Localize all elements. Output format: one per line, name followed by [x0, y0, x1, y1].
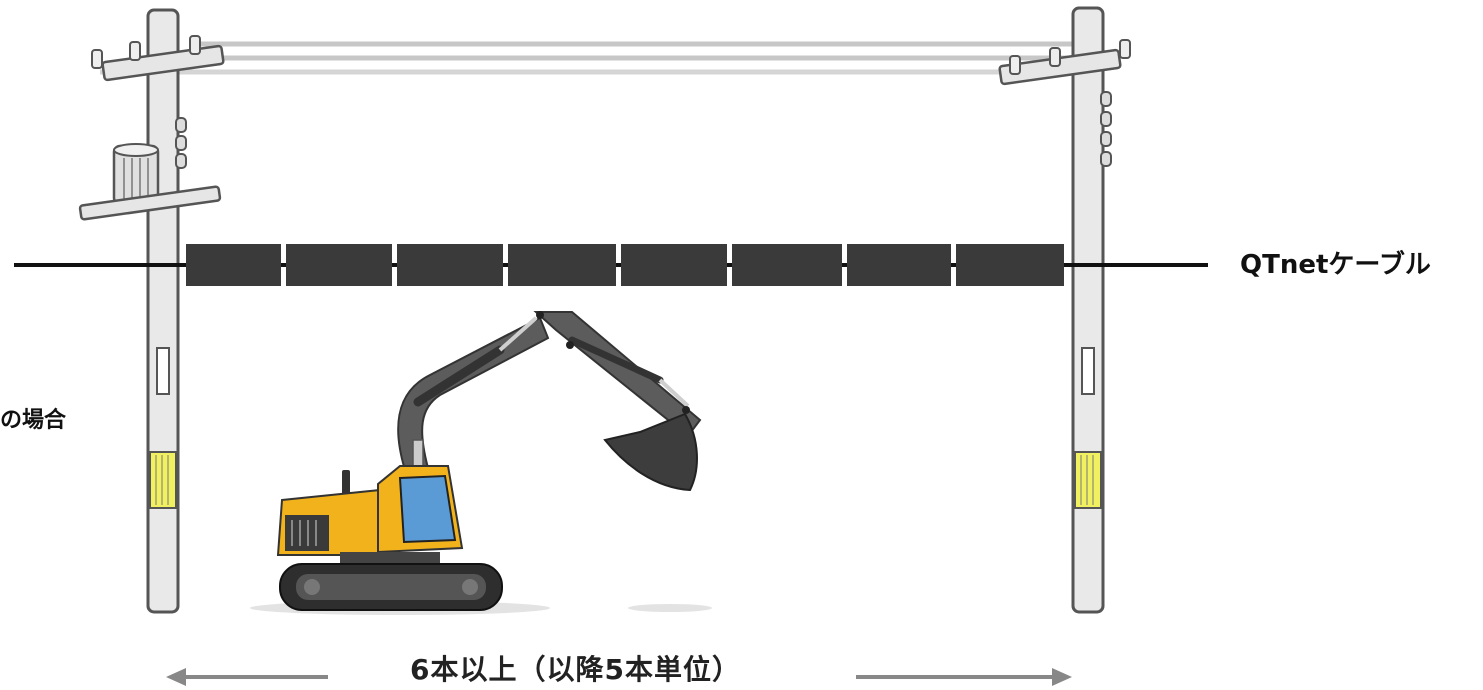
- transformer: [112, 143, 160, 206]
- cable-segment: [508, 244, 616, 286]
- case-label: の場合: [0, 408, 67, 433]
- qtnet-cable: [14, 244, 1208, 286]
- cable-segment: [732, 244, 842, 286]
- excavator: [250, 311, 712, 615]
- cable-label: QTnetケーブル: [1240, 250, 1431, 280]
- cable-segment: [286, 244, 392, 286]
- span-label: 6本以上（以降5本単位）: [410, 653, 741, 686]
- cable-segment: [847, 244, 951, 286]
- cable-segment: [956, 244, 1064, 286]
- insulator-stack: [175, 117, 187, 169]
- right-arrow-icon: [1052, 668, 1072, 686]
- cable-segment: [621, 244, 727, 286]
- left-arrow-icon: [166, 668, 186, 686]
- insulator-stack: [1100, 91, 1112, 167]
- right-utility-pole: [998, 6, 1131, 614]
- cable-segment: [397, 244, 503, 286]
- overhead-wires: [100, 41, 1090, 75]
- left-utility-pole: [78, 8, 225, 614]
- span-arrows: [166, 668, 1072, 686]
- cable-segment: [186, 244, 281, 286]
